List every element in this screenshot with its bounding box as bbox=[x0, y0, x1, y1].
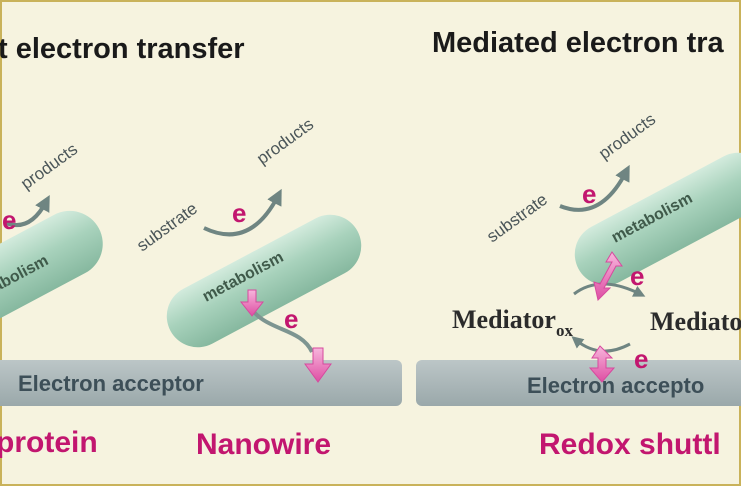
electron-arrow-cell-mediator bbox=[593, 251, 623, 301]
electron-label-redox-metabolism: e bbox=[582, 179, 596, 209]
electron-acceptor-plate-right bbox=[416, 360, 741, 406]
bacterium-cell-nanowire bbox=[166, 214, 362, 348]
caption-redox-shuttle: Redox shuttl bbox=[539, 428, 721, 461]
electron-arrow-into-nanowire bbox=[239, 289, 265, 317]
electron-label-nanowire-metabolism: e bbox=[232, 198, 246, 228]
mediator-ox-label: Mediatorox bbox=[452, 305, 573, 340]
electron-acceptor-label-left: Electron acceptor bbox=[18, 371, 204, 396]
caption-protein: protein bbox=[0, 426, 98, 459]
heading-mediated-electron-transfer: Mediated electron tra bbox=[432, 27, 725, 59]
electron-label-redox-upper: e bbox=[630, 261, 644, 291]
electron-acceptor-plate-left bbox=[0, 360, 402, 406]
caption-nanowire: Nanowire bbox=[196, 428, 331, 461]
heading-direct-electron-transfer: t electron transfer bbox=[0, 33, 245, 65]
electron-label-nanowire: e bbox=[284, 304, 298, 334]
electron-arrow-to-acceptor-nanowire bbox=[304, 347, 332, 383]
bacterium-protein-panel bbox=[0, 210, 103, 336]
metabolism-arrow-nanowire bbox=[203, 188, 282, 237]
bacterium-cell-protein bbox=[0, 210, 103, 336]
electron-acceptor-label-right: Electron accepto bbox=[527, 373, 704, 398]
electron-label-redox-lower: e bbox=[634, 344, 648, 374]
metabolism-arrow-redox bbox=[559, 164, 630, 212]
metabolism-arrow-protein bbox=[5, 194, 50, 228]
electron-arrow-mediator-acceptor bbox=[588, 345, 616, 383]
electron-label-protein: e bbox=[2, 205, 16, 235]
mediator-red-label: Mediato bbox=[650, 307, 741, 336]
bacterium-cell-redox bbox=[574, 152, 741, 286]
